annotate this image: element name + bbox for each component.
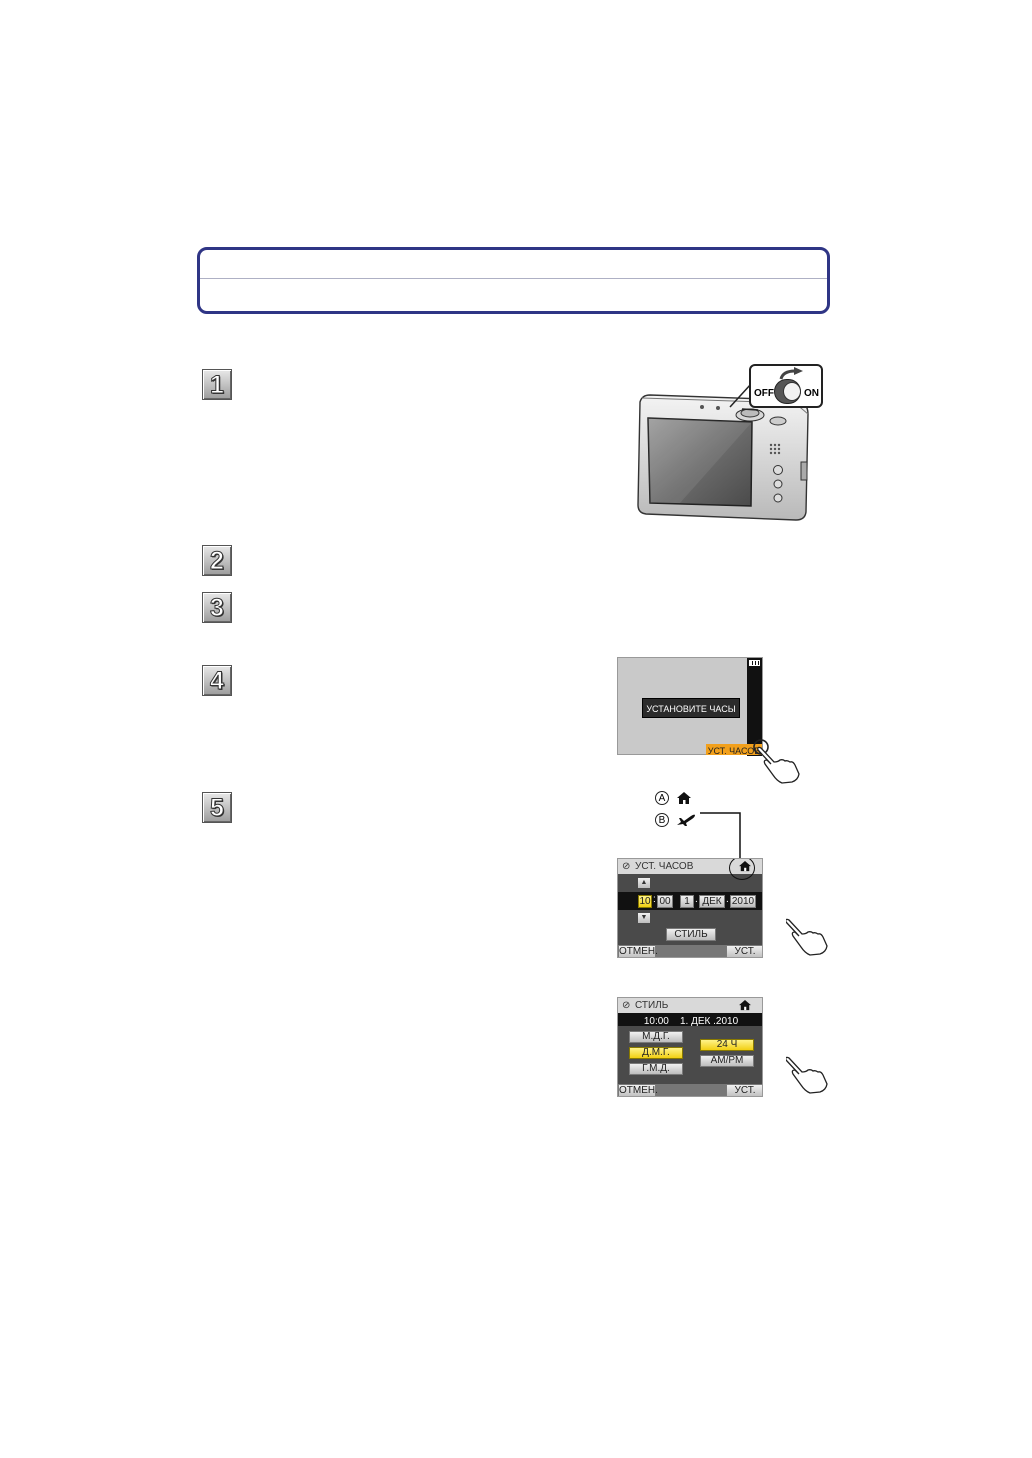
clock-set-title: УСТ. ЧАСОВ xyxy=(635,861,694,872)
set-button[interactable]: УСТ. xyxy=(726,945,762,957)
month-field[interactable]: ДЕК xyxy=(699,895,725,908)
cancel-button[interactable]: ОТМЕН. xyxy=(618,945,658,957)
switch-on-label: ON xyxy=(804,388,819,399)
icon-legend: A B xyxy=(655,791,705,831)
style-header: ⊘ СТИЛЬ xyxy=(618,998,762,1013)
power-switch[interactable] xyxy=(774,379,801,404)
section-title-box xyxy=(197,247,830,314)
format-ymd-option[interactable]: Г.М.Д. xyxy=(629,1063,683,1075)
lcd-style: ⊘ СТИЛЬ 10:00 1. ДЕК .2010 М.Д.Г. Д.М.Г.… xyxy=(617,997,763,1097)
home-icon xyxy=(739,1000,751,1011)
hours-24-option[interactable]: 24 Ч xyxy=(700,1039,754,1051)
clock-icon: ⊘ xyxy=(622,861,631,872)
lcd-side-bar xyxy=(747,658,762,756)
hand-touch-icon xyxy=(786,1056,828,1094)
year-field[interactable]: 2010 xyxy=(730,895,756,908)
hours-ampm-option[interactable]: AM/PM xyxy=(700,1055,754,1067)
format-dmy-option[interactable]: Д.М.Г. xyxy=(629,1047,683,1059)
decrement-button[interactable]: ▼ xyxy=(638,913,650,923)
step-2-badge: 2 xyxy=(202,545,232,576)
legend-a-marker: A xyxy=(655,791,669,805)
airplane-icon xyxy=(677,814,695,826)
lcd-clock-set: ⊘ УСТ. ЧАСОВ ▲ 10 : 00 1 . ДЕК . 2010 ▼ … xyxy=(617,858,763,958)
camera-illustration: OFF ON xyxy=(630,362,830,522)
hand-touch-icon xyxy=(786,918,828,956)
lcd-set-clock-prompt: УСТАНОВИТЕ ЧАСЫ УСТ. ЧАСОВ xyxy=(617,657,763,756)
home-icon xyxy=(677,792,691,804)
increment-button[interactable]: ▲ xyxy=(638,878,650,888)
home-icon-highlight xyxy=(729,859,755,880)
format-mdy-option[interactable]: М.Д.Г. xyxy=(629,1031,683,1043)
set-clock-message-text: УСТАНОВИТЕ ЧАСЫ xyxy=(646,704,736,714)
date-preview: 10:00 1. ДЕК .2010 xyxy=(643,1016,739,1027)
day-field[interactable]: 1 xyxy=(680,895,694,908)
power-switch-callout: OFF ON xyxy=(749,364,823,408)
style-title: СТИЛЬ xyxy=(635,1000,669,1011)
cancel-button[interactable]: ОТМЕН. xyxy=(618,1084,658,1096)
title-divider xyxy=(200,278,827,279)
set-clock-button-label: УСТ. ЧАСОВ xyxy=(707,746,761,755)
switch-arrow-icon xyxy=(779,367,803,380)
date-preview-row: 10:00 1. ДЕК .2010 xyxy=(618,1013,762,1027)
set-button[interactable]: УСТ. xyxy=(726,1084,762,1096)
battery-icon xyxy=(749,660,760,666)
legend-connector-line xyxy=(700,812,741,858)
step-4-badge: 4 xyxy=(202,665,232,696)
camera-drawing xyxy=(637,383,809,521)
style-footer: ОТМЕН. УСТ. xyxy=(618,1084,762,1096)
clock-icon: ⊘ xyxy=(622,1000,631,1011)
step-3-badge: 3 xyxy=(202,592,232,623)
hand-touch-icon xyxy=(753,739,800,784)
set-clock-message: УСТАНОВИТЕ ЧАСЫ xyxy=(642,698,740,718)
style-button[interactable]: СТИЛЬ xyxy=(666,928,716,941)
set-clock-button[interactable]: УСТ. ЧАСОВ xyxy=(706,744,762,755)
step-5-badge: 5 xyxy=(202,792,232,823)
hour-field[interactable]: 10 xyxy=(638,895,652,908)
clock-set-footer: ОТМЕН. УСТ. xyxy=(618,945,762,957)
step-1-badge: 1 xyxy=(202,369,232,400)
date-time-row: 10 : 00 1 . ДЕК . 2010 xyxy=(618,892,762,910)
minute-field[interactable]: 00 xyxy=(657,895,673,908)
legend-b-marker: B xyxy=(655,813,669,827)
switch-off-label: OFF xyxy=(754,388,774,399)
